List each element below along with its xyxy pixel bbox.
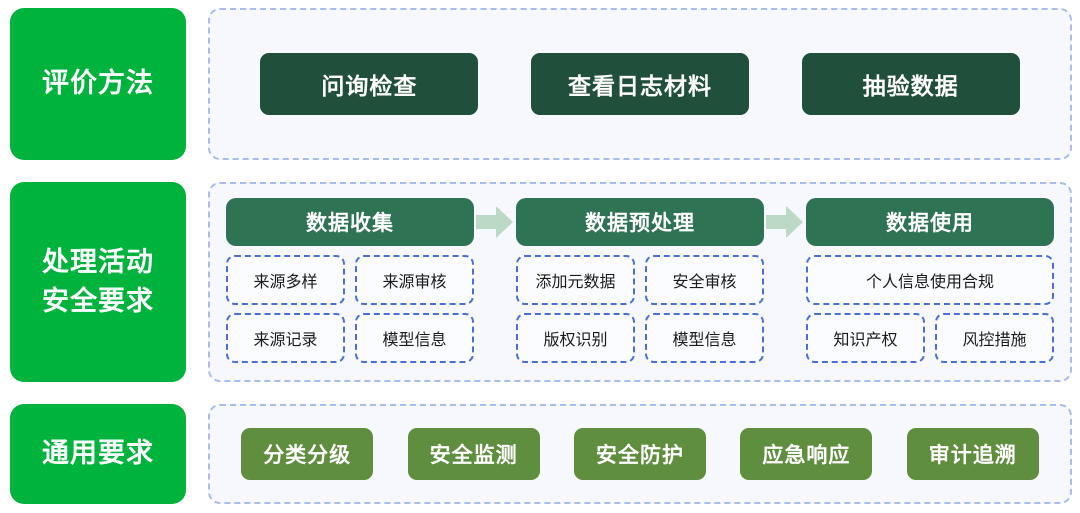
row-label-evaluation-methods: 评价方法	[10, 8, 186, 160]
sub-chip-model-info-collection[interactable]: 模型信息	[355, 313, 474, 363]
general-chip-security-monitoring[interactable]: 安全监测	[407, 428, 540, 480]
general-chip-security-protection[interactable]: 安全防护	[573, 428, 706, 480]
panel-evaluation-methods: 问询检查 查看日志材料 抽验数据	[208, 8, 1072, 160]
row-label-line: 评价方法	[42, 68, 154, 99]
general-chip-emergency-response[interactable]: 应急响应	[740, 428, 873, 480]
panel-general-requirements: 分类分级 安全监测 安全防护 应急响应 审计追溯	[208, 404, 1072, 504]
group-items-data-preprocessing: 添加元数据 安全审核 版权识别 模型信息	[516, 255, 764, 363]
group-items-data-usage: 个人信息使用合规 知识产权 风控措施	[806, 255, 1054, 363]
sub-chip-intellectual-property[interactable]: 知识产权	[806, 313, 925, 363]
flow-group-data-collection: 数据收集 来源多样 来源审核 来源记录 模型信息	[226, 198, 474, 363]
sub-chip-add-metadata[interactable]: 添加元数据	[516, 255, 635, 305]
sub-chip-source-review[interactable]: 来源审核	[355, 255, 474, 305]
general-chip-audit-traceability[interactable]: 审计追溯	[906, 428, 1039, 480]
row-label-line: 通用要求	[42, 438, 154, 469]
row-label-general-requirements: 通用要求	[10, 404, 186, 504]
flow-arrow-2	[764, 198, 806, 246]
process-flow: 数据收集 来源多样 来源审核 来源记录 模型信息 数据预处理	[226, 198, 1054, 366]
panel-processing-security-requirements: 数据收集 来源多样 来源审核 来源记录 模型信息 数据预处理	[208, 182, 1072, 382]
flow-group-data-preprocessing: 数据预处理 添加元数据 安全审核 版权识别 模型信息	[516, 198, 764, 363]
group-header-data-usage[interactable]: 数据使用	[806, 198, 1054, 246]
method-chip-inquiry-inspection[interactable]: 问询检查	[260, 53, 479, 115]
sub-chip-copyright-identification[interactable]: 版权识别	[516, 313, 635, 363]
row-general-requirements: 通用要求 分类分级 安全监测 安全防护 应急响应 审计追溯	[10, 404, 1072, 504]
sub-chip-model-info-preprocessing[interactable]: 模型信息	[645, 313, 764, 363]
row-processing-security-requirements: 处理活动 安全要求 数据收集 来源多样 来源审核 来源记录 模型信息	[10, 182, 1072, 382]
flow-arrow-1	[474, 198, 516, 246]
method-chip-sample-data[interactable]: 抽验数据	[801, 53, 1020, 115]
row-label-line-2: 安全要求	[42, 286, 154, 316]
row-label-processing-security-requirements: 处理活动 安全要求	[10, 182, 186, 382]
sub-chip-security-review[interactable]: 安全审核	[645, 255, 764, 305]
flow-group-data-usage: 数据使用 个人信息使用合规 知识产权 风控措施	[806, 198, 1054, 363]
row-evaluation-methods: 评价方法 问询检查 查看日志材料 抽验数据	[10, 8, 1072, 160]
sub-chip-source-diversity[interactable]: 来源多样	[226, 255, 345, 305]
method-chip-review-log-materials[interactable]: 查看日志材料	[530, 53, 749, 115]
sub-chip-source-record[interactable]: 来源记录	[226, 313, 345, 363]
sub-chip-personal-info-compliance[interactable]: 个人信息使用合规	[806, 255, 1054, 305]
group-items-data-collection: 来源多样 来源审核 来源记录 模型信息	[226, 255, 474, 363]
sub-chip-risk-control-measures[interactable]: 风控措施	[935, 313, 1054, 363]
group-header-data-preprocessing[interactable]: 数据预处理	[516, 198, 764, 246]
group-header-data-collection[interactable]: 数据收集	[226, 198, 474, 246]
row-label-line-1: 处理活动	[42, 246, 154, 277]
general-chip-classification-grading[interactable]: 分类分级	[241, 428, 374, 480]
